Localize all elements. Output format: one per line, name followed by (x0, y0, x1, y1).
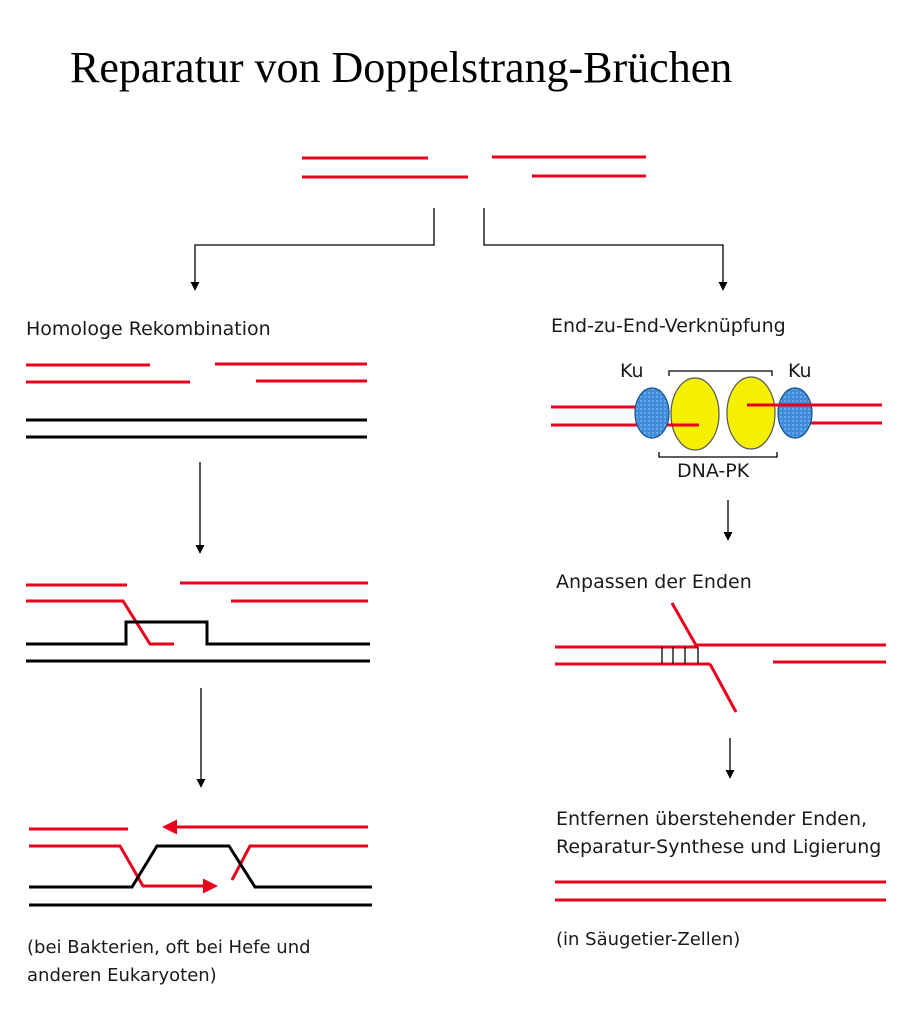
nhej-step3 (555, 880, 886, 902)
nhej-step1: Ku Ku DNA-PK (551, 360, 882, 482)
branch-arrows (190, 208, 728, 291)
broken-dna-top (302, 155, 646, 179)
right-step3-line2: Reparatur-Synthese und Ligierung (556, 836, 881, 858)
hr-step1 (26, 362, 367, 439)
ku-protein-right (777, 387, 813, 439)
dnapk-bracket-top (668, 370, 773, 376)
left-note-line1: (bei Bakterien, oft bei Hefe und (27, 937, 311, 958)
ku-label-left: Ku (620, 360, 644, 382)
left-heading: Homologe Rekombination (26, 318, 271, 340)
dnapk-bracket-bottom (658, 452, 778, 458)
ku-label-right: Ku (788, 360, 812, 382)
dnapk-label: DNA-PK (677, 460, 750, 482)
hr-step3 (29, 819, 372, 907)
right-step3-line1: Entfernen überstehender Enden, (556, 808, 867, 830)
dnapk-protein-right (726, 376, 776, 450)
right-step2-label: Anpassen der Enden (556, 571, 752, 593)
dnapk-protein-left (670, 377, 720, 451)
right-note: (in Säugetier-Zellen) (556, 929, 740, 950)
nhej-step2 (555, 602, 886, 713)
left-note-line2: anderen Eukaryoten) (27, 965, 217, 986)
ku-protein-left (634, 387, 670, 439)
hr-step2 (26, 581, 370, 663)
right-heading: End-zu-End-Verknüpfung (551, 315, 786, 337)
page-title: Reparatur von Doppelstrang-Brüchen (70, 43, 732, 92)
